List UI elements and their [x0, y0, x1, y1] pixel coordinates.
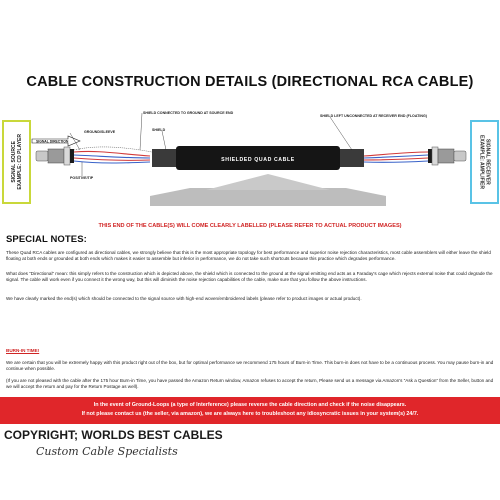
special-notes-heading: SPECIAL NOTES:: [6, 234, 87, 245]
copyright-heading: COPYRIGHT; WORLDS BEST CABLES: [4, 428, 223, 442]
signal-receiver-label: SIGNAL RECEIVER EXAMPLE: AMPLIFIER: [478, 135, 491, 189]
notes-paragraph-2: What does “Directional” mean: this simpl…: [6, 271, 493, 283]
burn-in-paragraph-1: We are certain that you will be extremel…: [6, 360, 494, 372]
ground-sleeve-label: GROUND/SLEEVE: [84, 130, 116, 134]
shield-connected-label: SHIELD CONNECTED TO GROUND AT SOURCE END: [143, 111, 234, 115]
page-title: CABLE CONSTRUCTION DETAILS (DIRECTIONAL …: [26, 74, 474, 90]
wires-right: [363, 151, 429, 163]
cable-jacket: SHIELDED QUAD CABLE: [152, 146, 364, 170]
signal-direction-label: SIGNAL DIRECTION: [36, 140, 69, 144]
signal-source-box: SIGNAL SOURCE EXAMPLE: CD PLAYER: [2, 120, 31, 204]
ground-loop-banner: In the event of Ground-Loops (a type of …: [0, 397, 500, 424]
label-note: THIS END OF THE CABLE(S) WILL COME CLEAR…: [98, 223, 402, 229]
cable-label: SHIELDED QUAD CABLE: [221, 157, 295, 163]
leader-lines: [69, 112, 353, 176]
notes-paragraph-1: These Quad RCA cables are configured as …: [6, 250, 491, 262]
grey-arrow: [150, 174, 386, 206]
signal-direction-arrow: SIGNAL DIRECTION: [31, 135, 81, 147]
positive-tip-label: POSITIVE/TIP: [70, 176, 94, 180]
notes-paragraph-3: We have clearly marked the end(s) which …: [6, 296, 362, 301]
cable-diagram: SIGNAL DIRECTION SHIELDED QUAD CABLE: [31, 112, 467, 206]
left-rca-connector: [35, 146, 74, 166]
wires-left: [73, 146, 153, 164]
signal-source-label: SIGNAL SOURCE EXAMPLE: CD PLAYER: [10, 134, 23, 190]
right-rca-connector: [428, 146, 467, 166]
tagline: Custom Cable Specialists: [36, 445, 178, 458]
burn-in-heading: BURN-IN TIME!: [6, 348, 40, 353]
shield-left-label: SHIELD LEFT UNCONNECTED AT RECEIVER END …: [320, 114, 427, 118]
signal-receiver-box: SIGNAL RECEIVER EXAMPLE: AMPLIFIER: [470, 120, 499, 204]
burn-in-paragraph-2: (If you are not pleased with the cable a…: [6, 378, 494, 390]
ground-loop-line-1: In the event of Ground-Loops (a type of …: [93, 402, 407, 408]
ground-loop-line-2: If not please contact us (the seller, vi…: [81, 411, 419, 417]
shield-label: SHIELD: [152, 128, 166, 132]
